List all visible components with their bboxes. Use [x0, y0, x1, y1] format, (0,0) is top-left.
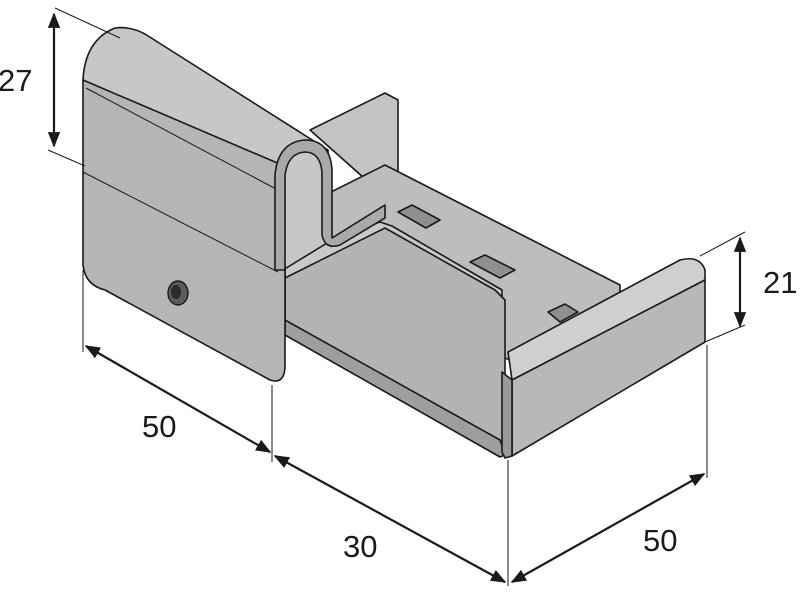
slot-2	[469, 254, 516, 279]
right-end-side	[501, 371, 513, 459]
screw-hole-inner	[171, 285, 181, 299]
ext-21-top	[699, 231, 746, 257]
bracket-part	[82, 26, 706, 459]
slot-1	[397, 204, 441, 229]
dim-50-left	[84, 345, 272, 453]
left-plate-fold	[82, 171, 279, 273]
label-height-left: 27	[0, 63, 32, 98]
right-end-top	[507, 257, 706, 381]
dim-50-right	[510, 473, 706, 583]
ext-27-top	[54, 7, 121, 39]
ext-21-bottom	[704, 324, 746, 343]
slot-3	[547, 303, 579, 323]
label-width-front-right: 50	[643, 523, 677, 558]
left-plate-crease	[85, 87, 279, 191]
label-width-front-left: 50	[142, 409, 176, 444]
dim-30	[273, 455, 507, 583]
hook-loop	[274, 139, 386, 271]
dimension-lines	[47, 7, 747, 586]
ext-27-bottom	[47, 149, 86, 167]
label-length-middle: 30	[343, 529, 377, 564]
label-height-right: 21	[763, 265, 797, 300]
